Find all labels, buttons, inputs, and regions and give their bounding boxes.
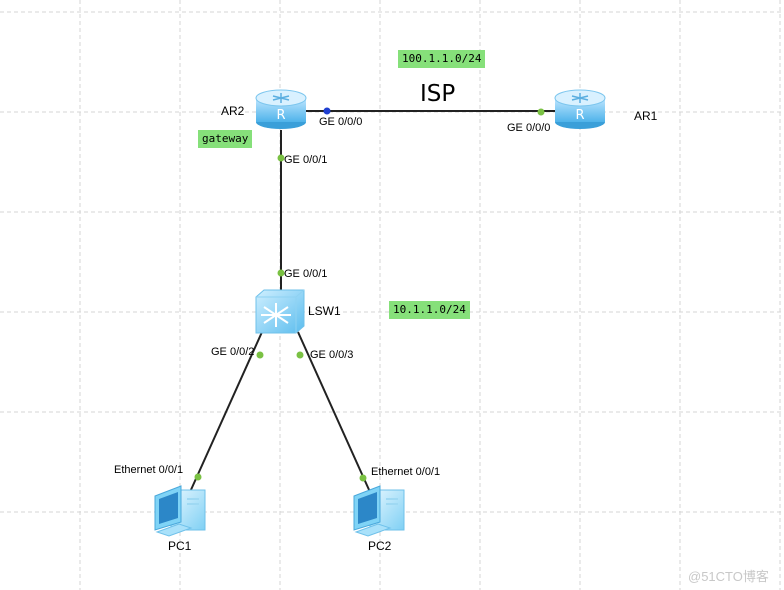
port-label-lsw1-ge002: GE 0/0/2 [211, 346, 255, 358]
port-dot-pc1-eth [194, 473, 202, 481]
port-dot-ar2-ge001 [277, 154, 285, 162]
watermark: @51CTO博客 [688, 569, 769, 584]
device-label-pc1: PC1 [168, 539, 192, 553]
device-label-pc2: PC2 [368, 539, 392, 553]
router-icon[interactable]: R [255, 89, 307, 129]
port-label-pc2-eth: Ethernet 0/0/1 [371, 466, 441, 478]
port-dots [194, 107, 545, 482]
pc-icon[interactable] [353, 485, 405, 537]
svg-text:R: R [276, 108, 285, 123]
port-label-ar1-ge000: GE 0/0/0 [507, 122, 551, 134]
wan-subnet-label: 100.1.1.0/24 [398, 50, 486, 68]
port-label-lsw1-ge001: GE 0/0/1 [284, 268, 328, 280]
router-icon[interactable]: R [554, 89, 606, 129]
pc-icon[interactable] [154, 485, 206, 537]
port-dot-lsw1-ge002 [256, 351, 264, 359]
lan-subnet-label: 10.1.1.0/24 [389, 301, 470, 319]
port-dot-lsw1-ge003 [296, 351, 304, 359]
port-dot-pc2-eth [359, 474, 367, 482]
isp-label: ISP [420, 81, 456, 107]
port-label-ar2-ge000: GE 0/0/0 [319, 116, 363, 128]
port-dot-lsw1-ge001 [277, 269, 285, 277]
links [189, 110, 556, 493]
link-lsw1-pc2[interactable] [297, 331, 371, 493]
port-label-lsw1-ge003: GE 0/0/3 [310, 349, 354, 361]
port-dot-ar2-ge000 [323, 107, 331, 115]
device-label-ar1: AR1 [634, 109, 658, 123]
switch-icon[interactable] [255, 289, 305, 334]
port-label-pc1-eth: Ethernet 0/0/1 [114, 464, 184, 476]
svg-text:R: R [575, 108, 584, 123]
link-lsw1-pc1[interactable] [189, 331, 263, 493]
device-label-ar2: AR2 [221, 104, 245, 118]
port-label-ar2-ge001: GE 0/0/1 [284, 154, 328, 166]
device-label-lsw1: LSW1 [308, 304, 341, 318]
gateway-label: gateway [198, 130, 253, 148]
port-dot-ar1-ge000 [537, 108, 545, 116]
